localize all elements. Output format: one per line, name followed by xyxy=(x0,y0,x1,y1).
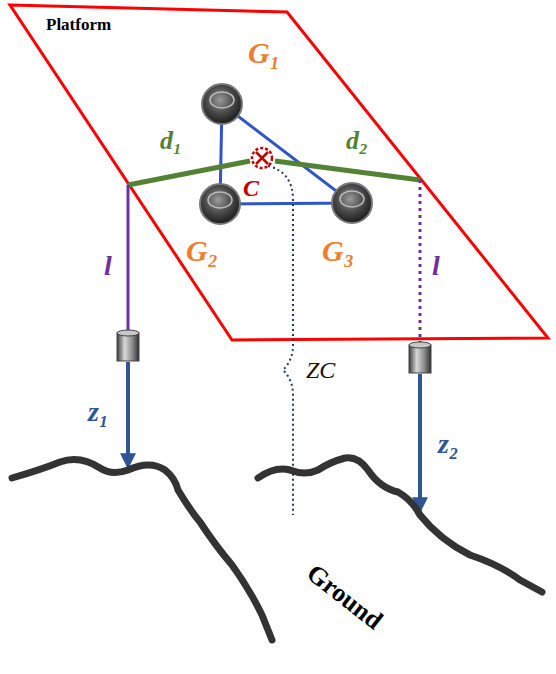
range-label: z₂ xyxy=(438,430,459,458)
z1-arrow xyxy=(126,362,130,466)
gyro-triangle xyxy=(220,104,352,204)
ground-label: Ground xyxy=(302,560,387,634)
d1-line xyxy=(128,161,250,185)
z2-arrow xyxy=(418,374,422,510)
ground-left xyxy=(12,460,272,640)
length-label: l xyxy=(432,252,440,280)
range-label: z₁ xyxy=(88,398,109,426)
distance-label: d₁ xyxy=(160,128,182,154)
center-marker xyxy=(252,148,272,168)
gyro-label: G₂ xyxy=(186,236,218,266)
height-label: ZC xyxy=(306,358,335,382)
sensors xyxy=(117,330,431,373)
gyro-label: G₁ xyxy=(248,38,280,68)
platform-outline xyxy=(10,5,548,340)
length-label: l xyxy=(104,252,112,280)
gyro-label: G₃ xyxy=(322,236,354,266)
ground-right xyxy=(258,458,542,592)
l-line-left xyxy=(127,185,130,333)
gyro-balls xyxy=(200,84,372,224)
zc-brace xyxy=(268,166,293,515)
platform-label: Platform xyxy=(46,16,111,33)
center-label: C xyxy=(243,176,259,200)
distance-label: d₂ xyxy=(346,128,368,154)
l-line-right xyxy=(419,180,422,345)
d2-line xyxy=(275,161,420,180)
